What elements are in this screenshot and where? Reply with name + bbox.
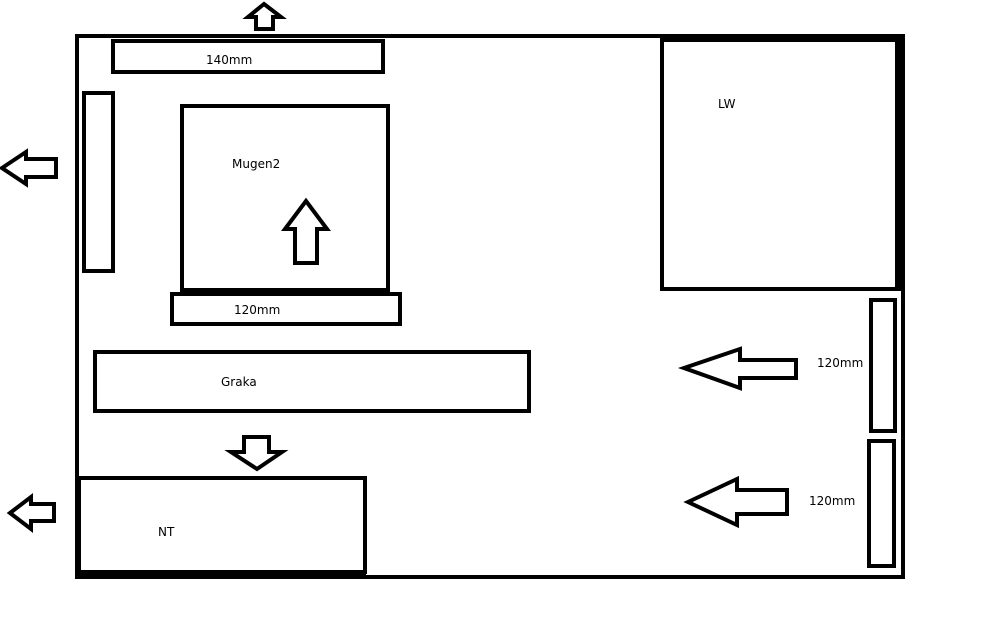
fan-cooler-120mm: 120mm xyxy=(170,292,402,326)
arrow-left-intake-upper xyxy=(677,346,798,391)
fan-front-upper-body xyxy=(869,298,897,433)
fan-rear xyxy=(82,91,115,273)
power-supply-label: NT xyxy=(158,525,175,539)
fan-cooler-label: 120mm xyxy=(234,303,280,317)
drive-bay: LW xyxy=(660,38,899,291)
power-supply: NT xyxy=(77,476,367,574)
drive-bay-label: LW xyxy=(718,97,736,111)
arrow-up-cooler-airflow xyxy=(281,197,331,265)
graphics-card: Graka xyxy=(93,350,531,413)
fan-cooler-body xyxy=(170,292,402,326)
cpu-cooler-label: Mugen2 xyxy=(232,157,280,171)
cpu-cooler-body xyxy=(180,104,390,292)
fan-top-label: 140mm xyxy=(206,53,252,67)
arrow-left-exhaust-psu xyxy=(6,492,56,534)
fan-front-upper: 120mm xyxy=(817,298,897,433)
fan-front-lower: 120mm xyxy=(809,439,896,568)
cpu-cooler-mugen2: Mugen2 xyxy=(180,104,390,292)
fan-front-lower-label: 120mm xyxy=(809,494,855,508)
graphics-card-label: Graka xyxy=(221,375,257,389)
drive-bay-body xyxy=(660,38,899,291)
fan-top-140mm: 140mm xyxy=(111,39,385,74)
graphics-card-body xyxy=(93,350,531,413)
power-supply-body xyxy=(77,476,367,574)
fan-top-body xyxy=(111,39,385,74)
arrow-down-gpu-airflow xyxy=(224,435,289,472)
fan-front-lower-body xyxy=(867,439,896,568)
arrow-left-intake-lower xyxy=(683,475,789,529)
fan-front-upper-label: 120mm xyxy=(817,356,863,370)
arrow-up-exhaust-top xyxy=(242,1,287,31)
arrow-left-exhaust-rear xyxy=(0,148,58,188)
